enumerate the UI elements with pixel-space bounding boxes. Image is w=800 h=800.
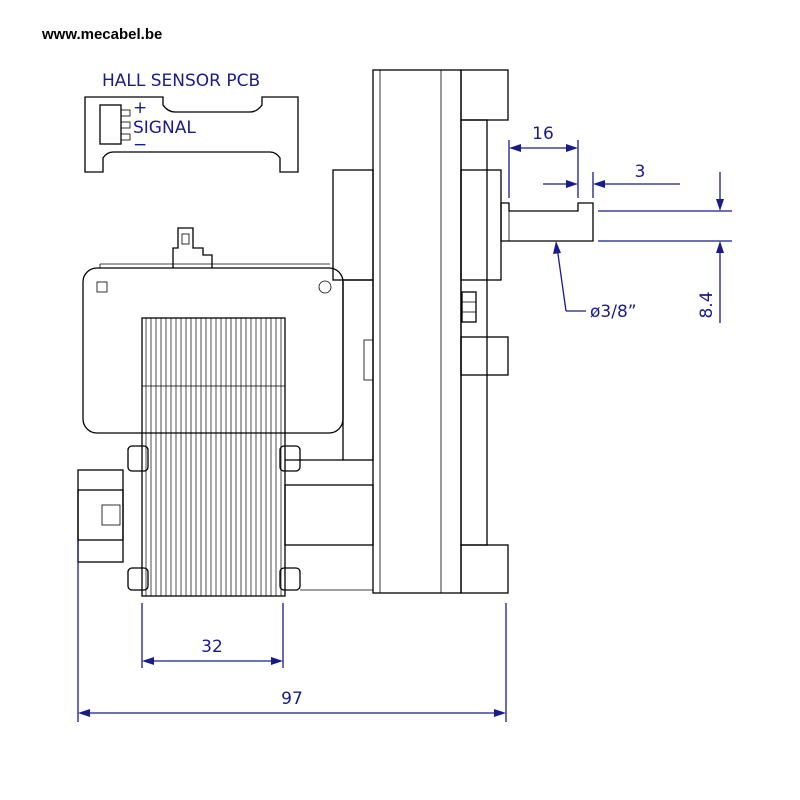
gearbox-rear-housing xyxy=(342,279,374,461)
pcb-pin-plus: + xyxy=(133,98,147,118)
hall-sensor-pcb: HALL SENSOR PCB + SIGNAL − xyxy=(84,71,299,173)
end-cap-bearing xyxy=(77,489,124,541)
pcb-title: HALL SENSOR PCB xyxy=(102,71,260,91)
dim-8-4-label: 8.4 xyxy=(697,291,717,318)
bracket-square-hole xyxy=(96,281,108,293)
motor-output-housing xyxy=(284,484,374,546)
pcb-pin-minus: − xyxy=(133,135,147,155)
gearbox-top-tab xyxy=(460,69,509,121)
gearbox-rear-slot xyxy=(363,339,374,381)
gearbox-rear-boss xyxy=(332,169,374,281)
gearbox-middle-tab xyxy=(460,336,509,376)
gearbox-screw-head xyxy=(461,291,477,323)
pcb-outline xyxy=(84,96,299,173)
dimension-8-4: 8.4 xyxy=(598,172,732,323)
gearbox-back-plate xyxy=(460,119,488,546)
end-cap xyxy=(77,469,124,563)
shaft-outline xyxy=(500,202,594,242)
website-label: www.mecabel.be xyxy=(41,26,162,43)
end-cap-nut xyxy=(101,504,121,526)
gearbox-shaft-boss xyxy=(460,169,502,281)
motor-bracket-plate xyxy=(82,267,344,434)
coil-laminations xyxy=(145,318,282,596)
dimension-32: 32 xyxy=(141,603,284,668)
coil-clip-bottom-left xyxy=(127,567,149,591)
bracket-round-hole xyxy=(318,280,332,294)
gearbox-main-plate xyxy=(372,69,462,594)
gearbox xyxy=(332,69,509,594)
dimension-diameter: ø3/8” xyxy=(553,241,637,322)
pcb-pin-2 xyxy=(120,121,131,129)
dim-3-label: 3 xyxy=(635,162,646,182)
pcb-pin-signal: SIGNAL xyxy=(133,118,196,138)
dim-97-label: 97 xyxy=(281,689,303,709)
coil-clip-bottom-right xyxy=(279,567,301,591)
dimension-3: 3 xyxy=(543,162,680,198)
dimension-97: 97 xyxy=(77,540,507,722)
terminal-tab xyxy=(172,227,213,268)
output-shaft xyxy=(500,202,594,242)
pcb-connector xyxy=(99,104,122,145)
motor xyxy=(77,227,374,597)
coil-clip-top-right xyxy=(279,445,301,472)
dim-32-label: 32 xyxy=(201,637,223,657)
pcb-pin-3 xyxy=(120,133,131,141)
dim-diameter-label: ø3/8” xyxy=(590,302,637,322)
coil-clip-top-left xyxy=(127,445,149,472)
gearbox-bottom-tab xyxy=(460,544,509,594)
pcb-pin-1 xyxy=(120,109,131,117)
terminal-hole xyxy=(181,233,190,245)
dimension-16: 16 xyxy=(508,124,579,198)
dim-16-label: 16 xyxy=(532,124,554,144)
coil-stack xyxy=(141,317,286,597)
